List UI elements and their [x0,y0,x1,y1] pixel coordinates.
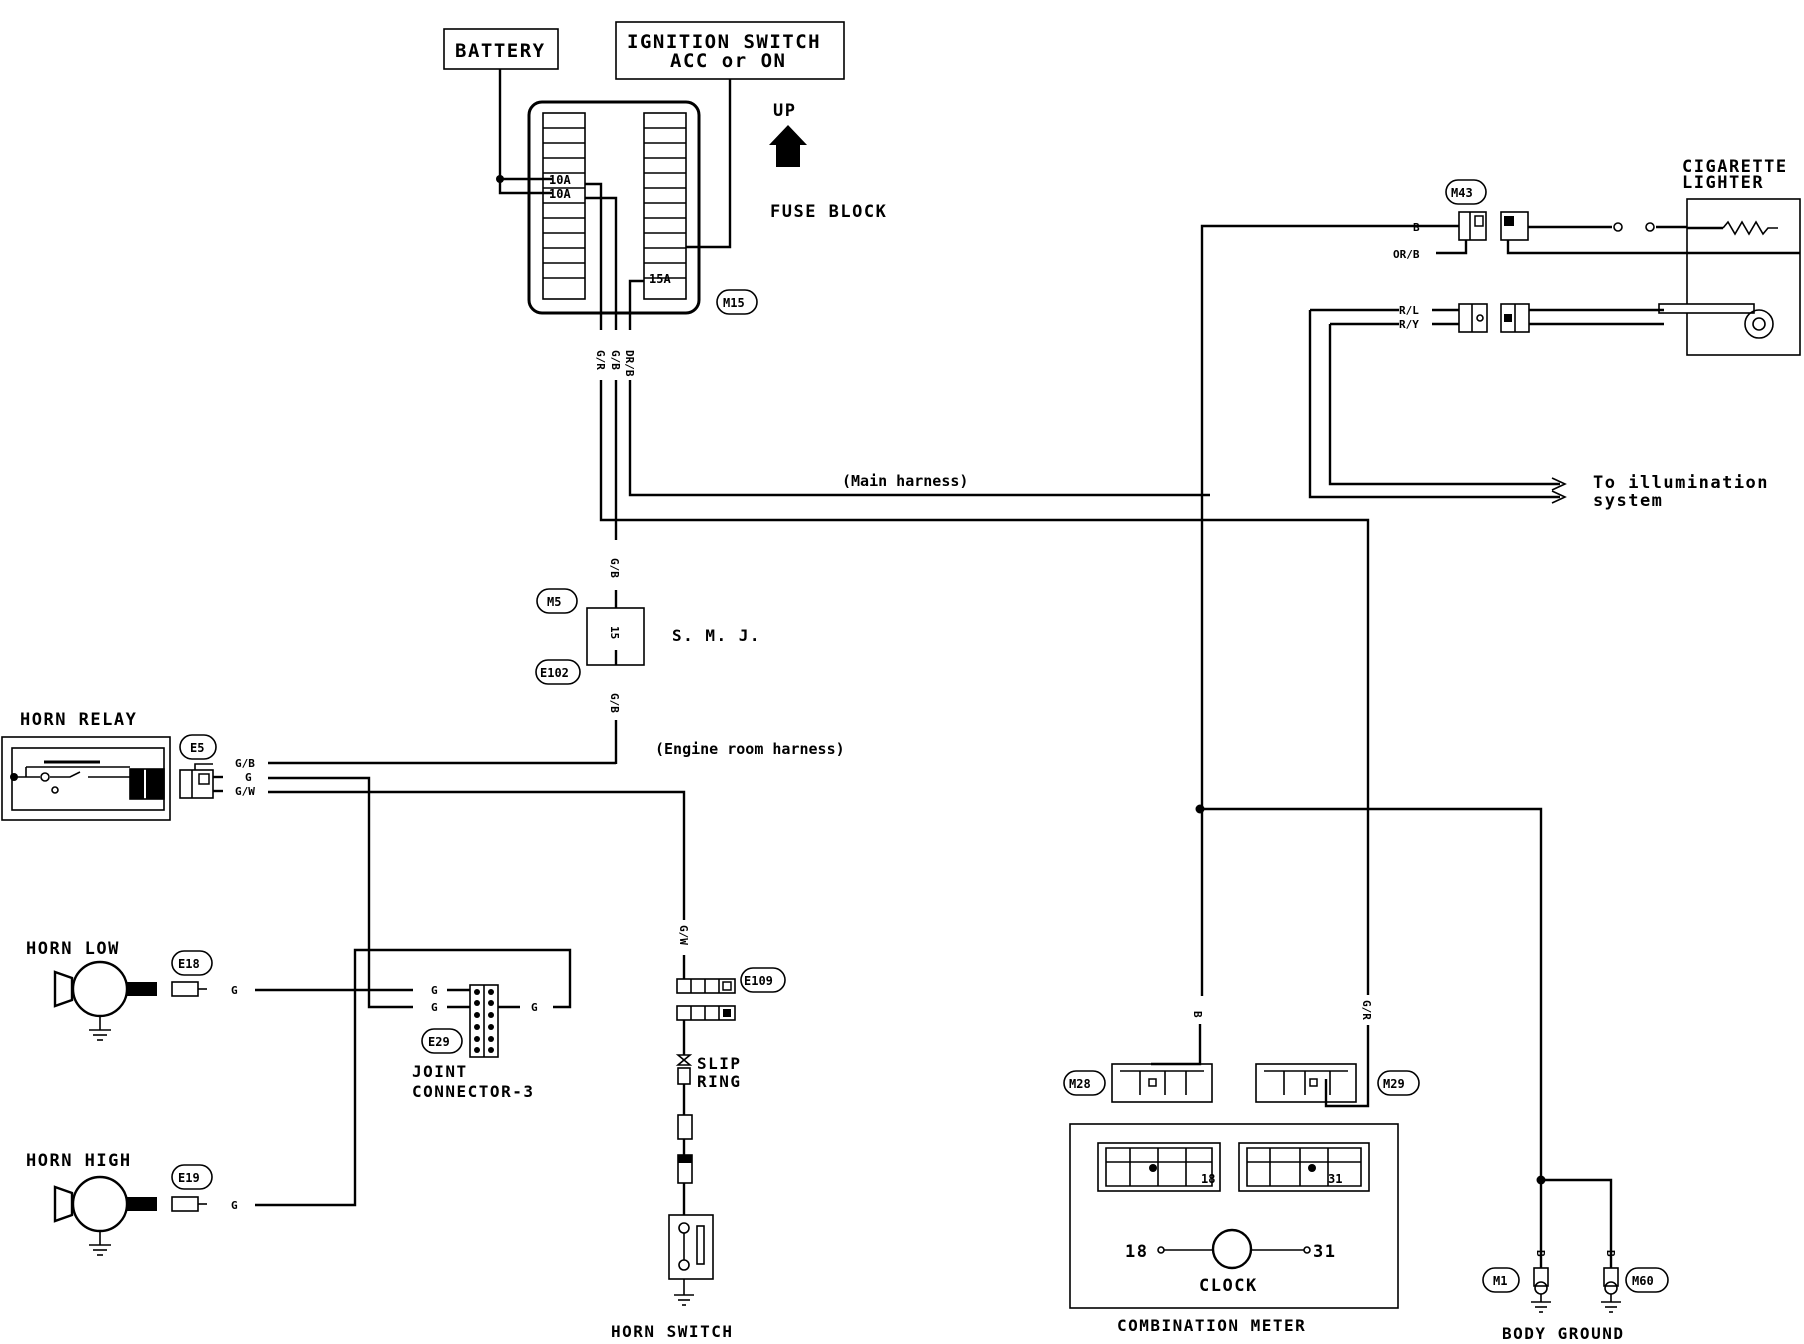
slip-ring-label-line2: RING [697,1072,742,1091]
connector-e109: E109 [676,967,786,1021]
cigarette-lighter [1658,198,1801,356]
svg-text:DR/B: DR/B [623,350,636,377]
svg-text:M43: M43 [1451,186,1473,200]
svg-text:G: G [431,1001,438,1014]
svg-text:E19: E19 [178,1171,200,1185]
horn-switch-label: HORN SWITCH [611,1322,733,1341]
horn-high-label: HORN HIGH [26,1151,132,1171]
connector-e5: E5 [179,734,217,799]
smj-label: S. M. J. [672,626,761,645]
connector-m29: M29 [1255,1063,1420,1103]
svg-text:M29: M29 [1383,1077,1405,1091]
svg-text:E109: E109 [744,974,773,988]
connector-m43 [1458,211,1529,241]
svg-text:G: G [431,984,438,997]
clock-pin-31: 31 [1313,1242,1336,1262]
fuse-15a: 15A [649,272,671,286]
clock-pin-18: 18 [1125,1242,1148,1262]
illumination-connector [1458,303,1530,333]
connector-e29-tag: E29 [421,1028,463,1054]
fuse-10a-top: 10A [549,173,571,187]
svg-text:G/B: G/B [235,757,255,770]
svg-text:G: G [531,1001,538,1014]
illumination-label-line2: system [1593,491,1663,511]
fuse-block-label: FUSE BLOCK [770,202,887,222]
connector-m43-tag: M43 [1445,179,1487,205]
svg-text:M5: M5 [547,595,561,609]
slip-ring [675,1054,693,1085]
up-arrow-icon [769,125,807,167]
svg-text:E102: E102 [540,666,569,680]
fuse-wire-labels: G/R G/B DR/B [594,350,636,377]
svg-text:M1: M1 [1493,1274,1507,1288]
svg-text:G/W: G/W [235,785,255,798]
ground-m60: M60 [1601,1267,1669,1313]
slip-ring-label-line1: SLIP [697,1054,742,1073]
connector-m15-tag: M15 [716,289,758,315]
up-label: UP [773,101,796,121]
connector-e19: E19 [171,1164,213,1212]
svg-text:OR/B: OR/B [1393,248,1420,261]
horn-relay [1,736,171,821]
svg-text:R/L: R/L [1399,304,1419,317]
cigarette-lighter-label-line2: LIGHTER [1682,173,1764,193]
clock-label: CLOCK [1199,1276,1258,1296]
connector-m28: M28 [1063,1063,1213,1103]
illumination-label-line1: To illumination [1593,473,1769,493]
joint-connector-3 [469,984,499,1058]
fuse-block: 10A 10A 15A [527,100,701,315]
cigarette-lighter-label-line1: CIGARETTE [1682,157,1788,177]
fuse-10a-bottom: 10A [549,187,571,201]
svg-text:E29: E29 [428,1035,450,1049]
smj-connector: G/B 15 G/B [586,558,645,764]
svg-text:G/B: G/B [609,350,622,370]
svg-text:M15: M15 [723,296,745,310]
connector-m5-tag: M5 [536,588,578,614]
svg-text:15: 15 [608,626,621,639]
connector-e18: E18 [171,950,213,997]
body-ground-label: BODY GROUND [1502,1324,1624,1343]
joint-connector-label-line2: CONNECTOR-3 [412,1082,534,1101]
svg-text:G/B: G/B [608,693,621,713]
svg-text:M60: M60 [1632,1274,1654,1288]
svg-text:G/R: G/R [1360,1000,1373,1020]
svg-text:R/Y: R/Y [1399,318,1419,331]
svg-text:E18: E18 [178,957,200,971]
ignition-label-line2: ACC or ON [670,50,786,72]
joint-connector-label-line1: JOINT [412,1062,468,1081]
horn-switch [668,1214,714,1306]
svg-text:M28: M28 [1069,1077,1091,1091]
svg-text:18: 18 [1201,1172,1215,1186]
ignition-switch-box: IGNITION SWITCH ACC or ON [615,21,845,80]
battery-box: BATTERY [443,28,559,70]
svg-text:E5: E5 [190,741,204,755]
svg-text:G: G [231,984,238,997]
svg-text:B: B [1413,221,1420,234]
combination-meter-label: COMBINATION METER [1117,1316,1306,1335]
ignition-label-line1: IGNITION SWITCH [627,31,821,53]
ground-m1: M1 [1482,1267,1551,1313]
horn-high-icon [53,1175,157,1256]
horn-low-label: HORN LOW [26,939,120,959]
battery-label: BATTERY [455,40,546,62]
svg-text:G: G [245,771,252,784]
svg-text:G/B: G/B [608,558,621,578]
engine-room-harness-label: (Engine room harness) [655,740,845,758]
svg-text:G/R: G/R [594,350,607,370]
svg-text:B: B [1191,1011,1204,1018]
main-harness-label: (Main harness) [842,472,968,490]
horn-low-icon [53,960,157,1041]
svg-text:31: 31 [1328,1172,1342,1186]
svg-text:G: G [231,1199,238,1212]
svg-text:G/W: G/W [677,925,690,945]
combination-meter: 18 31 18 31 CLOCK [1069,1123,1399,1309]
horn-relay-label: HORN RELAY [20,710,137,730]
connector-e102-tag: E102 [535,659,581,685]
